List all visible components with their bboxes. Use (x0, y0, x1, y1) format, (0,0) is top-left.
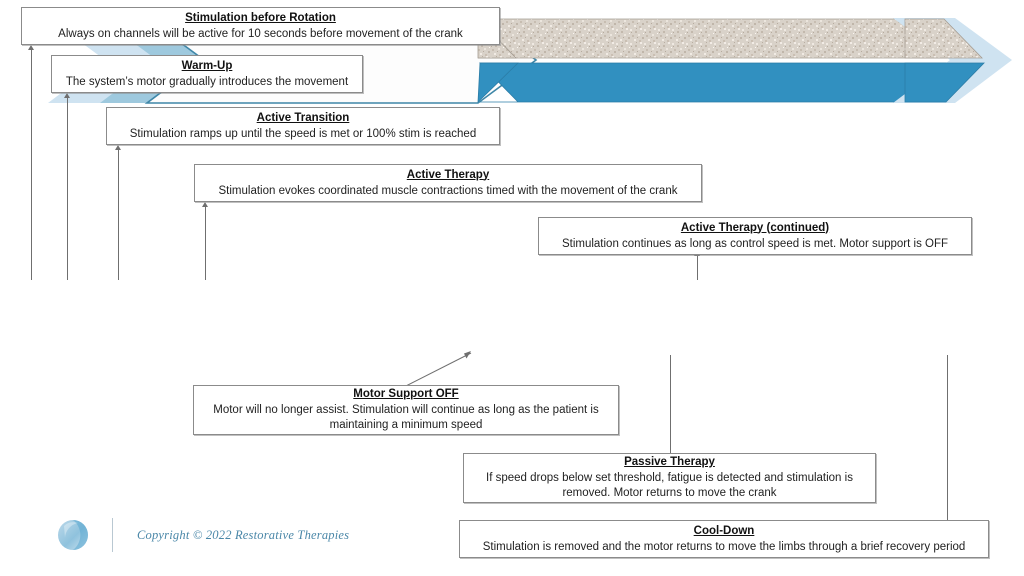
connector-arrowhead-active-transition (115, 145, 121, 150)
callout-title: Warm-Up (181, 59, 233, 72)
callout-description: The system’s motor gradually introduces … (65, 75, 349, 88)
callout-title: Stimulation before Rotation (185, 11, 336, 24)
connector-line-cool-down (947, 355, 948, 520)
callout-title: Cool-Down (693, 524, 755, 537)
callout-stimulation-before-rotation[interactable]: Stimulation before Rotation Always on ch… (21, 7, 500, 45)
callout-title: Active Therapy (continued) (680, 221, 830, 234)
callout-title: Motor Support OFF (353, 388, 459, 400)
band-right-tip (904, 18, 985, 103)
callout-active-therapy[interactable]: Active Therapy Stimulation evokes coordi… (194, 164, 702, 202)
callout-active-therapy-continued[interactable]: Active Therapy (continued) Stimulation c… (538, 217, 972, 255)
callout-description: Stimulation is removed and the motor ret… (482, 540, 966, 553)
callout-description: Always on channels will be active for 10… (58, 27, 463, 40)
connector-line-stimulation-before-rotation (31, 50, 32, 280)
callout-title: Active Transition (256, 111, 350, 124)
callout-description: If speed drops below set threshold, fati… (486, 472, 853, 499)
connector-arrowhead-active-therapy (202, 202, 208, 207)
callout-title: Active Therapy (406, 168, 490, 181)
callout-description: Stimulation evokes coordinated muscle co… (218, 184, 678, 197)
band-blue-lower (479, 62, 951, 103)
callout-active-transition[interactable]: Active Transition Stimulation ramps up u… (106, 107, 500, 145)
footer-divider (112, 518, 113, 552)
connector-arrowhead-warm-up (64, 93, 70, 98)
callout-description: Stimulation continues as long as control… (561, 237, 949, 250)
connector-arrowhead-stimulation-before-rotation (28, 45, 34, 50)
footer: Copyright © 2022 Restorative Therapies (56, 518, 349, 552)
callout-description: Motor will no longer assist. Stimulation… (213, 404, 599, 431)
callout-passive-therapy[interactable]: Passive Therapy If speed drops below set… (463, 453, 876, 503)
connector-line-warm-up (67, 98, 68, 280)
connector-line-passive-therapy (670, 355, 671, 453)
callout-motor-support-off[interactable]: Motor Support OFF Motor will no longer a… (193, 385, 619, 435)
restorative-therapies-sphere-logo-icon (58, 520, 88, 550)
connector-line-active-therapy (205, 207, 206, 280)
connector-line-active-transition (118, 150, 119, 280)
copyright-text: Copyright © 2022 Restorative Therapies (137, 527, 350, 542)
connector-line-active-therapy-continued (697, 256, 698, 280)
callout-cool-down[interactable]: Cool-Down Stimulation is removed and the… (459, 520, 989, 558)
callout-title: Passive Therapy (624, 456, 715, 468)
callout-warm-up[interactable]: Warm-Up The system’s motor gradually int… (51, 55, 363, 93)
callout-description: Stimulation ramps up until the speed is … (129, 127, 477, 140)
